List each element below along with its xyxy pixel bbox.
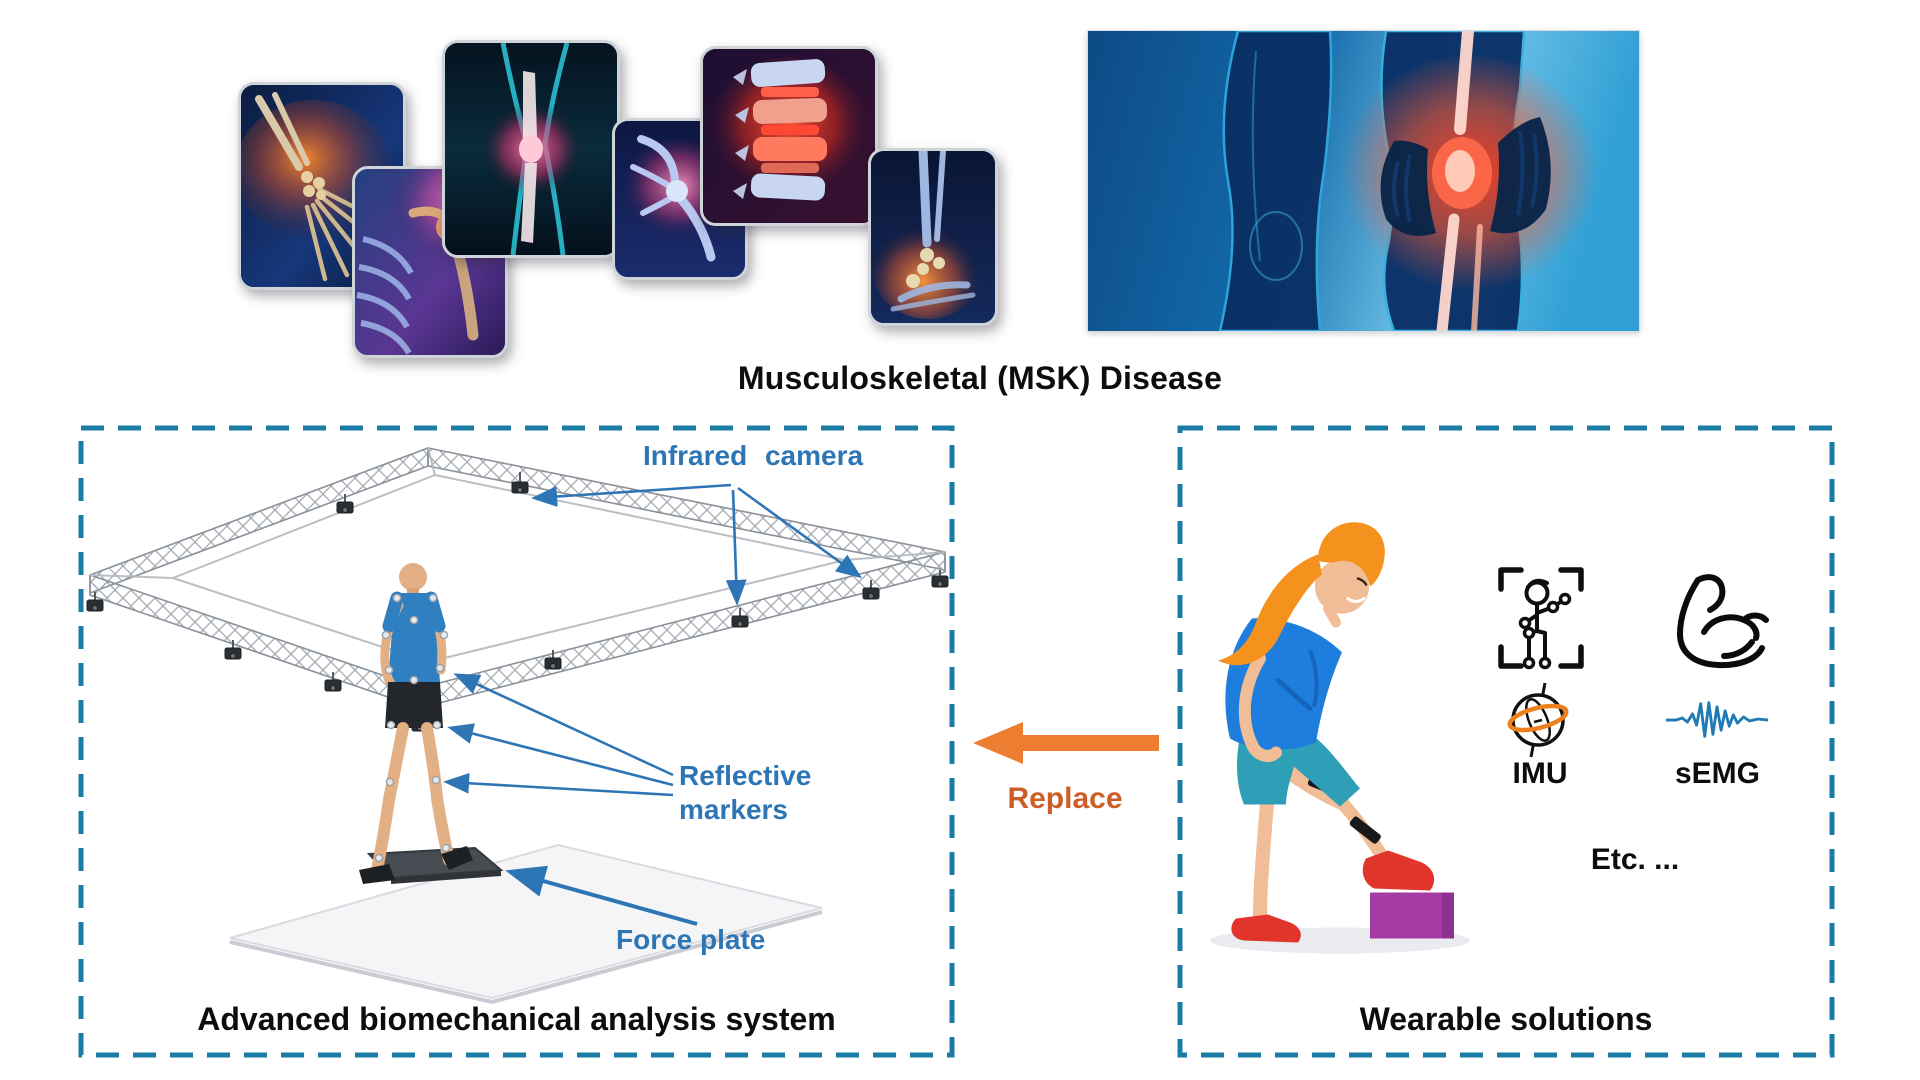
callout-arrows — [443, 483, 863, 926]
mocap-subject — [359, 563, 473, 884]
replace-arrow — [973, 722, 1159, 764]
knee-pain-image — [442, 40, 620, 258]
shoulder-pain-image — [352, 166, 508, 358]
muscle-icon — [1677, 574, 1769, 669]
semg-label: sEMG — [1674, 757, 1761, 790]
reflective-marker-dots — [374, 593, 451, 863]
etc-label: Etc. ... — [1590, 843, 1680, 876]
wearable-panel: IMU sEMG Etc. ... Wearable solutions — [1177, 425, 1835, 1058]
mocap-scene — [86, 447, 949, 1005]
msk-collage — [0, 0, 1080, 360]
wearable-caption: Wearable solutions — [1359, 1001, 1653, 1037]
wearable-subject — [1210, 522, 1470, 954]
ankle-pain-art — [871, 151, 995, 323]
imu-gyroscope-icon — [1507, 682, 1569, 758]
pose-tracking-icon — [1498, 567, 1584, 670]
reflective-markers-label-line1: Reflective — [679, 760, 812, 791]
biomech-panel-border — [78, 425, 955, 1058]
mocap-floor — [229, 843, 823, 1005]
knee-pain-hero-image — [1087, 30, 1640, 332]
step-box — [1370, 892, 1454, 939]
biomech-caption: Advanced biomechanical analysis system — [197, 1001, 836, 1037]
reflective-markers-label: Reflective markers — [679, 759, 869, 827]
force-plate-label: Force plate — [616, 924, 766, 955]
ankle-pain-image — [868, 148, 998, 326]
semg-wave-icon — [1666, 701, 1768, 738]
reflective-markers-label-line2: markers — [679, 794, 788, 825]
knee-pain-hero-art — [1088, 31, 1639, 331]
spine-pain-art — [703, 49, 875, 223]
wearable-panel-border — [1177, 425, 1835, 1058]
biomech-panel: Infrared camera Reflective markers Force… — [78, 425, 955, 1058]
shoulder-pain-art — [355, 169, 505, 355]
figure-title: Musculoskeletal (MSK) Disease — [737, 360, 1223, 396]
infrared-camera-label: Infrared camera — [642, 440, 864, 471]
imu-label: IMU — [1512, 757, 1568, 790]
calf-sensor-strap — [1349, 816, 1381, 844]
replace-label: Replace — [1007, 782, 1123, 815]
spine-pain-image — [700, 46, 878, 226]
knee-pain-art — [445, 43, 617, 255]
